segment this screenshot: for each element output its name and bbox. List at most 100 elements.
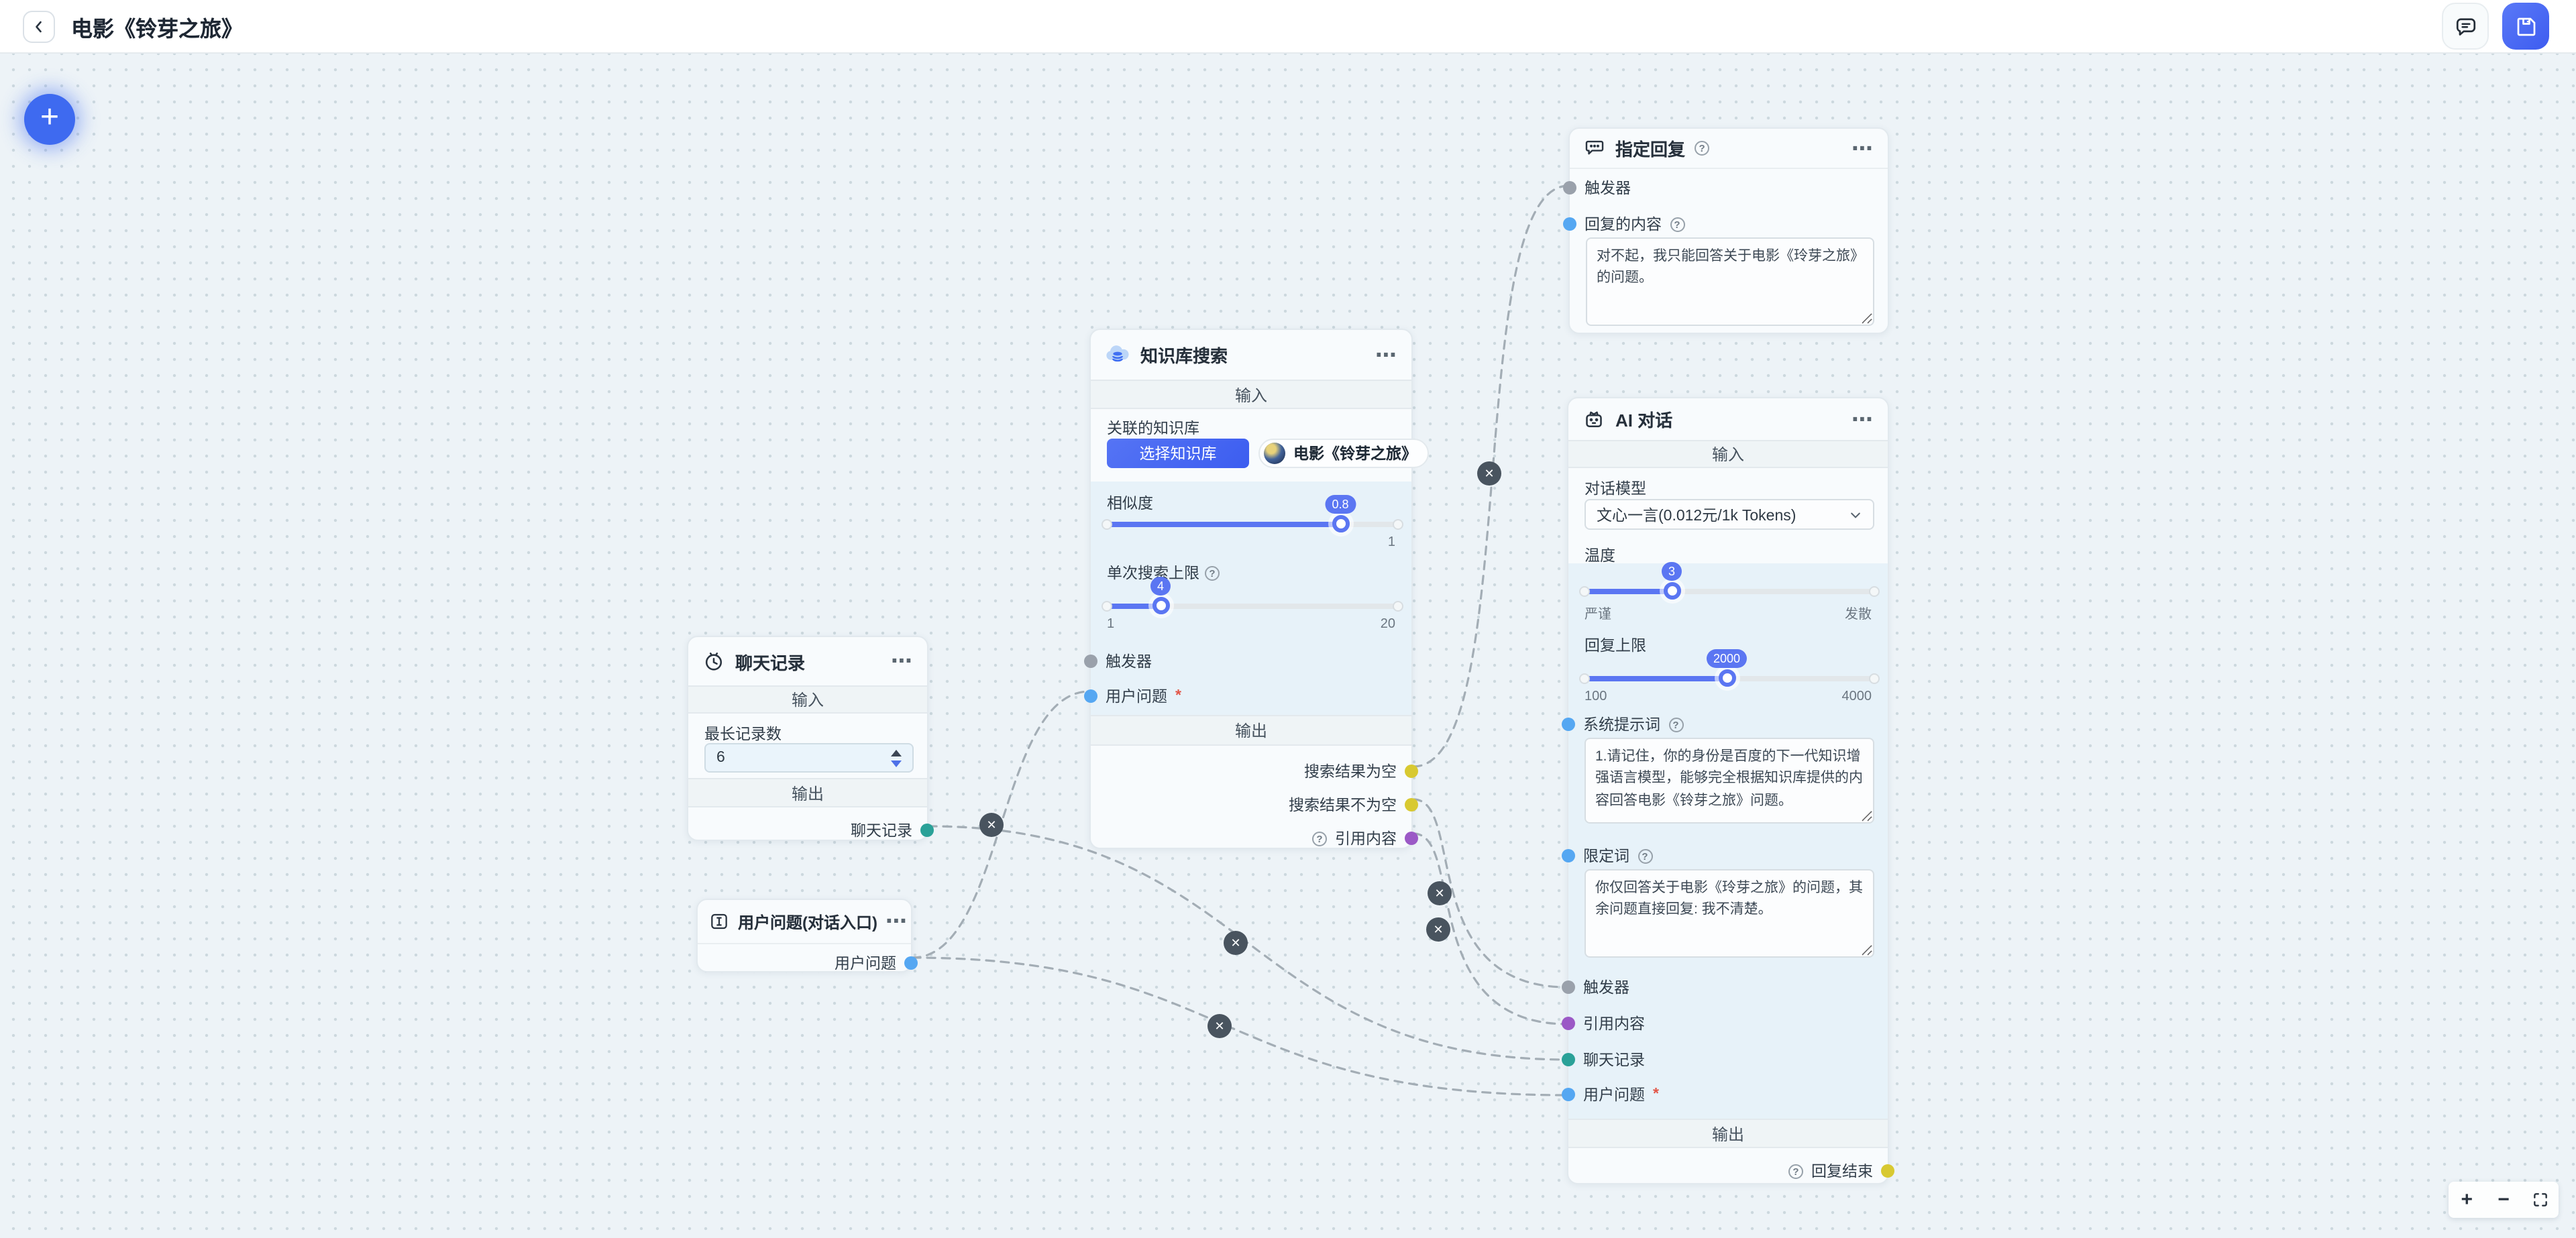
slider-value-badge: 0.8 bbox=[1325, 495, 1356, 514]
port-dot[interactable] bbox=[1562, 1017, 1575, 1030]
qualifier-textarea[interactable]: 你仅回答关于电影《玲芽之旅》的问题，其余问题直接回复: 我不清楚。 bbox=[1585, 869, 1874, 958]
port-dot[interactable] bbox=[1562, 1088, 1575, 1101]
port-dot[interactable] bbox=[1562, 849, 1575, 862]
port-dot[interactable] bbox=[1562, 980, 1575, 994]
port-label: 引用内容 bbox=[1583, 1017, 1645, 1033]
temperature-slider[interactable]: 3 bbox=[1579, 562, 1880, 600]
stepper-down-icon[interactable] bbox=[891, 760, 902, 767]
edge-delete-icon[interactable] bbox=[1224, 931, 1248, 955]
slider-thumb[interactable] bbox=[1332, 515, 1350, 532]
port-dot[interactable] bbox=[1084, 689, 1097, 703]
port-quote[interactable]: 引用内容 bbox=[1562, 1013, 1645, 1034]
save-button[interactable] bbox=[2502, 3, 2549, 50]
stepper-up-icon[interactable] bbox=[891, 749, 902, 756]
port-question[interactable]: 用户问题* bbox=[1562, 1084, 1659, 1105]
fit-view-button[interactable] bbox=[2527, 1186, 2554, 1213]
number-stepper[interactable] bbox=[891, 749, 902, 767]
port-question[interactable]: 用户问题* bbox=[1084, 685, 1181, 707]
port-trigger[interactable]: 触发器 bbox=[1562, 976, 1629, 998]
port-dot[interactable] bbox=[1881, 1164, 1894, 1178]
node-fixed-reply[interactable]: 指定回复 触发器 回复的内容 对不起，我只能回答关于电影《玲芽之旅》的问题。 bbox=[1563, 127, 1889, 334]
clock-icon bbox=[702, 649, 726, 673]
similarity-slider[interactable]: 0.8 bbox=[1102, 495, 1403, 532]
edge-delete-icon[interactable] bbox=[1426, 917, 1450, 942]
edge-delete-icon[interactable] bbox=[979, 813, 1004, 837]
model-select[interactable]: 文心一言(0.012元/1k Tokens) bbox=[1585, 499, 1874, 530]
port-chat-history-out[interactable]: 聊天记录 bbox=[851, 820, 934, 841]
reply-limit-slider[interactable]: 2000 bbox=[1579, 649, 1880, 687]
node-user-question[interactable]: 用户问题(对话入口) 用户问题 bbox=[696, 899, 918, 972]
model-select-value: 文心一言(0.012元/1k Tokens) bbox=[1597, 508, 1796, 524]
port-sys-prompt[interactable]: 系统提示词 bbox=[1562, 714, 1683, 735]
help-icon[interactable] bbox=[1788, 1164, 1803, 1178]
port-label: 搜索结果不为空 bbox=[1289, 798, 1397, 814]
node-menu-icon[interactable] bbox=[885, 908, 908, 935]
zoom-in-button[interactable] bbox=[2453, 1186, 2480, 1213]
temp-max-label: 发散 bbox=[1845, 608, 1872, 622]
node-menu-icon[interactable] bbox=[1851, 406, 1874, 433]
port-reply-content[interactable]: 回复的内容 bbox=[1563, 213, 1684, 235]
reply-content-textarea[interactable]: 对不起，我只能回答关于电影《玲芽之旅》的问题。 bbox=[1586, 237, 1874, 326]
port-dot[interactable] bbox=[1563, 181, 1576, 194]
node-header: AI 对话 bbox=[1568, 398, 1888, 440]
port-dot[interactable] bbox=[1563, 217, 1576, 231]
help-icon[interactable] bbox=[1695, 141, 1710, 156]
kb-chip[interactable]: 电影《铃芽之旅》 bbox=[1258, 439, 1429, 468]
port-result-empty[interactable]: 搜索结果为空 bbox=[1304, 761, 1418, 782]
help-icon[interactable] bbox=[1312, 831, 1327, 846]
edge-delete-icon[interactable] bbox=[1208, 1014, 1232, 1038]
port-dot[interactable] bbox=[1084, 655, 1097, 668]
node-kb-search[interactable]: 知识库搜索 输入 关联的知识库 选择知识库 电影《铃芽之旅》 相似度 0.8 1 bbox=[1084, 329, 1429, 849]
slider-fill bbox=[1107, 522, 1340, 527]
port-dot[interactable] bbox=[1405, 765, 1418, 778]
port-dot[interactable] bbox=[920, 824, 934, 837]
node-menu-icon[interactable] bbox=[891, 648, 914, 675]
port-quote-content[interactable]: 引用内容 bbox=[1312, 828, 1418, 849]
similarity-max: 1 bbox=[1387, 535, 1395, 550]
port-trigger[interactable]: 触发器 bbox=[1084, 651, 1152, 672]
help-icon[interactable] bbox=[1668, 717, 1683, 732]
max-records-input[interactable]: 6 bbox=[704, 743, 914, 773]
port-result-not-empty[interactable]: 搜索结果不为空 bbox=[1289, 794, 1418, 815]
port-reply-end[interactable]: 回复结束 bbox=[1788, 1160, 1894, 1182]
node-menu-icon[interactable] bbox=[1851, 135, 1874, 162]
edge-history-to-ai-history bbox=[927, 825, 1568, 1061]
port-label: 用户问题 bbox=[1583, 1088, 1645, 1104]
page-title: 电影《铃芽之旅》 bbox=[71, 18, 244, 41]
port-dot[interactable] bbox=[1405, 798, 1418, 811]
port-dot[interactable] bbox=[1562, 1053, 1575, 1066]
port-user-question-out[interactable]: 用户问题 bbox=[835, 952, 918, 974]
slider-thumb[interactable] bbox=[1152, 597, 1170, 614]
port-qualifier[interactable]: 限定词 bbox=[1562, 845, 1652, 866]
slider-endcap bbox=[1102, 601, 1112, 612]
chat-preview-button[interactable] bbox=[2442, 3, 2489, 50]
add-node-button[interactable] bbox=[24, 94, 75, 145]
node-ai-chat[interactable]: AI 对话 输入 对话模型 文心一言(0.012元/1k Tokens) 温度 … bbox=[1562, 397, 1894, 1184]
help-icon[interactable] bbox=[1205, 565, 1220, 580]
port-dot[interactable] bbox=[1405, 832, 1418, 845]
search-limit-slider[interactable]: 4 bbox=[1102, 577, 1403, 614]
port-dot[interactable] bbox=[1562, 718, 1575, 731]
port-trigger[interactable]: 触发器 bbox=[1563, 177, 1631, 199]
zoom-out-button[interactable] bbox=[2490, 1186, 2517, 1213]
help-icon[interactable] bbox=[1670, 217, 1684, 231]
help-icon[interactable] bbox=[1638, 848, 1652, 863]
port-history[interactable]: 聊天记录 bbox=[1562, 1049, 1645, 1070]
sys-prompt-textarea[interactable]: 1.请记住，你的身份是百度的下一代知识增强语言模型，能够完全根据知识库提供的内容… bbox=[1585, 738, 1874, 824]
kb-chip-label: 电影《铃芽之旅》 bbox=[1293, 447, 1417, 463]
node-chat-history[interactable]: 聊天记录 输入 最长记录数 6 输出 聊天记录 bbox=[687, 636, 934, 841]
port-dot[interactable] bbox=[904, 956, 918, 970]
slider-thumb[interactable] bbox=[1719, 669, 1736, 687]
slider-endcap bbox=[1393, 519, 1403, 530]
select-kb-button[interactable]: 选择知识库 bbox=[1107, 439, 1249, 468]
port-label: 用户问题 bbox=[1106, 689, 1167, 706]
node-header: 聊天记录 bbox=[688, 637, 927, 685]
save-icon bbox=[2514, 14, 2538, 38]
slider-thumb[interactable] bbox=[1664, 582, 1681, 600]
edge-delete-icon[interactable] bbox=[1428, 881, 1452, 905]
flow-canvas[interactable]: 指定回复 触发器 回复的内容 对不起，我只能回答关于电影《玲芽之旅》的问题。 bbox=[0, 54, 2576, 1238]
node-header: 知识库搜索 bbox=[1091, 330, 1411, 380]
back-button[interactable] bbox=[23, 10, 55, 42]
edge-delete-icon[interactable] bbox=[1477, 461, 1501, 486]
node-menu-icon[interactable] bbox=[1375, 341, 1398, 368]
